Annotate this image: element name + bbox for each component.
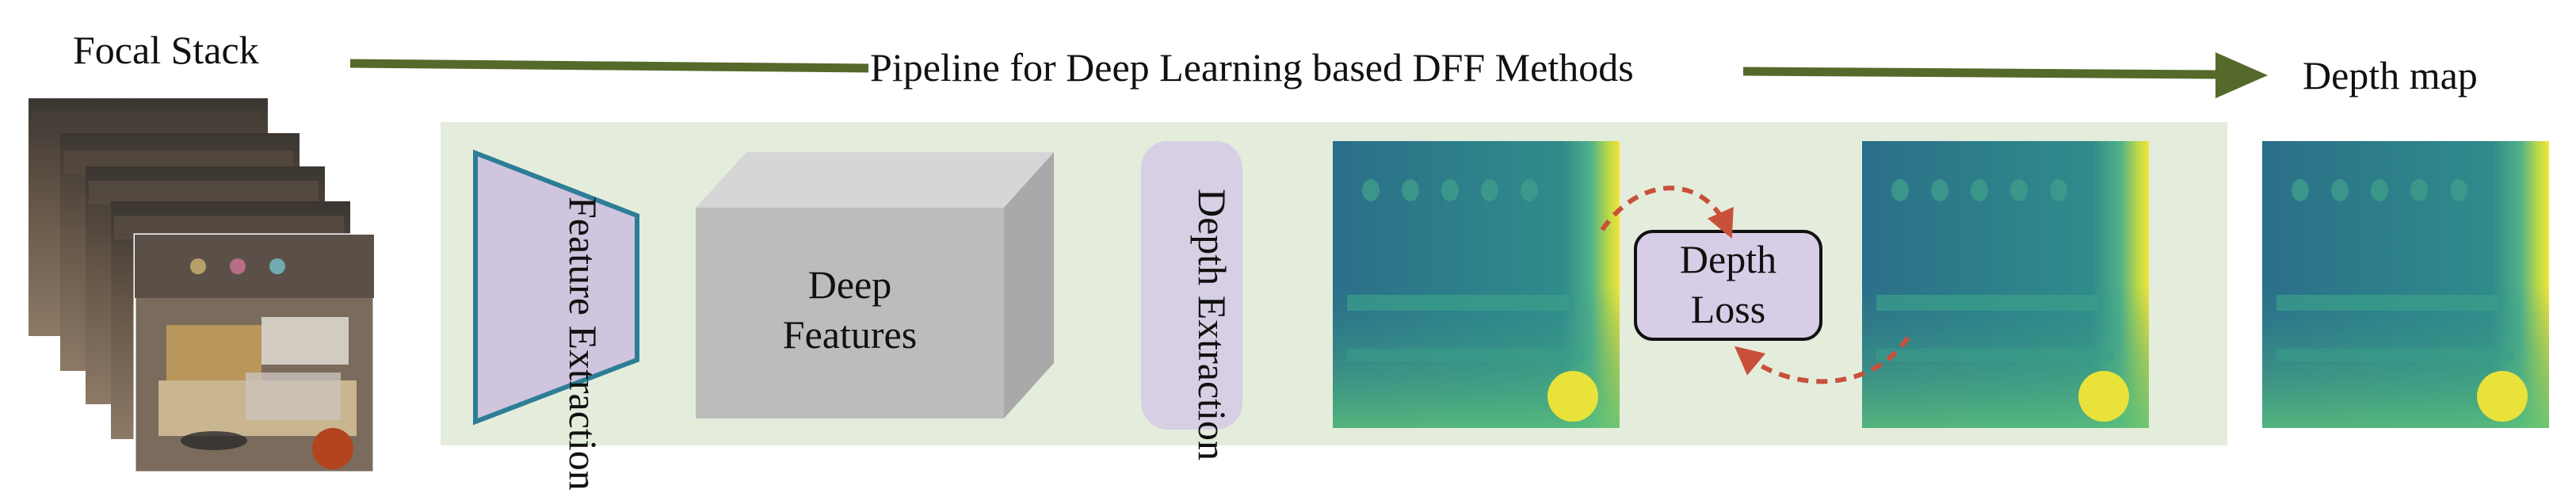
depth-loss-label: Depth Loss [1635, 235, 1821, 334]
deep-features-label: Deep Features [696, 260, 1004, 359]
feature-extraction-label: Feature Extraction [501, 197, 605, 491]
cube-side-face [1004, 152, 1054, 418]
depth-extraction-line-2: Extraction [1190, 295, 1235, 461]
depth-extraction-label: Depth Extraction [1151, 189, 1235, 461]
feature-extraction-line-1: Feature [561, 197, 605, 315]
deep-features-line-2: Features [782, 311, 918, 357]
loss-arrow-in [1600, 185, 1734, 239]
depth-extraction-line-1: Depth [1190, 189, 1235, 286]
deep-features-cube [696, 152, 1054, 418]
feature-extraction-block [473, 149, 639, 426]
focal-stack-label: Focal Stack [73, 28, 259, 72]
pipeline-arrowhead-icon [2215, 52, 2268, 98]
depth-loss-line-2: Loss [1690, 286, 1766, 331]
cube-top-face [696, 152, 1054, 208]
loss-arrow-out [1734, 336, 1910, 384]
pipeline-title: Pipeline for Deep Learning based DFF Met… [870, 45, 1634, 90]
depth-extraction-block [1141, 141, 1242, 430]
output-depth-map [2262, 141, 2549, 428]
feature-extraction-line-2: Extraction [561, 325, 605, 491]
deep-features-line-1: Deep [807, 262, 892, 307]
depth-loss-line-1: Depth [1679, 237, 1777, 281]
focal-stack-images [29, 98, 376, 474]
pipeline-arrow-left-segment [349, 59, 869, 73]
focal-slice-5-front [133, 233, 376, 474]
predicted-depth-map [1333, 141, 1620, 428]
ground-truth-depth-map [1862, 141, 2149, 428]
pipeline-arrow-right-segment [1742, 67, 2219, 79]
depth-map-label: Depth map [2303, 53, 2478, 97]
cube-front-face [696, 208, 1004, 418]
